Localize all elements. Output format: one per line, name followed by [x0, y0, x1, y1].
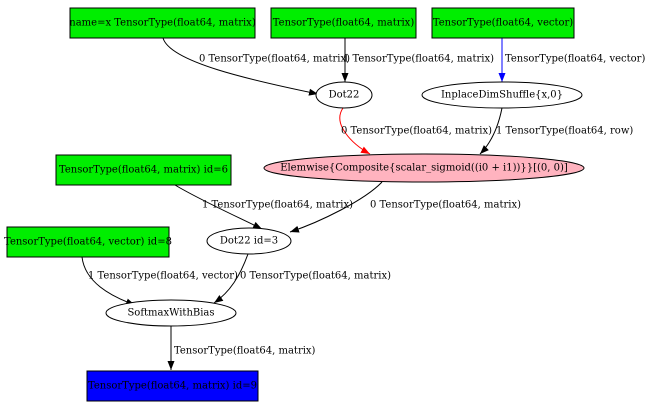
edge-line [81, 256, 136, 306]
edge-label: TensorType(float64, vector) [505, 54, 645, 65]
apply-ellipse [421, 81, 583, 109]
edge-id8-to-softmax: 1 TensorType(float64, vector) [81, 256, 238, 306]
node-label: TensorType(float64, matrix) [273, 18, 415, 29]
input-box [6, 226, 170, 258]
edge-vector-to-dimshuffle: TensorType(float64, vector) [498, 38, 645, 82]
apply-ellipse [105, 299, 237, 327]
node-output: TensorType(float64, matrix) id=9 [86, 370, 259, 402]
apply-ellipse [263, 153, 585, 183]
input-box [69, 7, 256, 39]
edge-label: TensorType(float64, matrix) [174, 346, 316, 357]
node-label: Dot22 [329, 90, 360, 101]
node-matrix-input: TensorType(float64, matrix) [270, 7, 417, 39]
edges: 0 TensorType(float64, matrix) 1 TensorTy… [81, 37, 645, 370]
node-label: TensorType(float64, matrix) id=9 [88, 381, 257, 392]
node-label: InplaceDimShuffle{x,0} [441, 90, 563, 101]
edge-x-to-dot22: 0 TensorType(float64, matrix) [162, 37, 350, 96]
edge-dot22-to-elemwise: 0 TensorType(float64, matrix) [339, 107, 492, 155]
edge-label: 1 TensorType(float64, row) [496, 126, 633, 137]
edge-line [479, 107, 503, 155]
edge-line [162, 37, 319, 96]
edge-label: 1 TensorType(float64, vector) [88, 271, 238, 282]
edge-line [174, 184, 263, 230]
edge-line [289, 181, 383, 233]
node-label: Dot22 id=3 [220, 236, 278, 247]
node-dot22: Dot22 [315, 81, 373, 109]
edge-softmax-to-output: TensorType(float64, matrix) [167, 326, 316, 370]
node-elemwise: Elemwise{Composite{scalar_sigmoid((i0 + … [263, 153, 585, 183]
apply-ellipse [206, 227, 292, 255]
nodes: name=x TensorType(float64, matrix) Tenso… [4, 7, 585, 402]
edge-matrix-to-dot22: 1 TensorType(float64, matrix) [341, 38, 494, 82]
node-matrix-id6: TensorType(float64, matrix) id=6 [55, 154, 232, 186]
node-label: name=x TensorType(float64, matrix) [69, 18, 256, 29]
node-label: TensorType(float64, vector) [433, 18, 573, 29]
input-box [270, 7, 417, 39]
edge-label: 0 TensorType(float64, matrix) [240, 271, 391, 282]
edge-label: 0 TensorType(float64, matrix) [341, 126, 492, 137]
edge-elemwise-to-dot22id3: 0 TensorType(float64, matrix) [289, 181, 521, 233]
node-dimshuffle: InplaceDimShuffle{x,0} [421, 81, 583, 109]
edge-id6-to-dot22id3: 1 TensorType(float64, matrix) [174, 184, 353, 230]
node-label: TensorType(float64, vector) id=8 [4, 237, 172, 248]
edge-label: 1 TensorType(float64, matrix) [202, 200, 353, 211]
edge-dot22id3-to-softmax: 0 TensorType(float64, matrix) [213, 253, 391, 304]
edge-label: 0 TensorType(float64, matrix) [370, 200, 521, 211]
input-box [431, 7, 575, 39]
apply-ellipse [315, 81, 373, 109]
edge-label: 0 TensorType(float64, matrix) [199, 54, 350, 65]
edge-label: 1 TensorType(float64, matrix) [343, 54, 494, 65]
node-label: SoftmaxWithBias [127, 308, 214, 319]
input-box [55, 154, 232, 186]
edge-line [339, 107, 371, 155]
node-x-input: name=x TensorType(float64, matrix) [69, 7, 256, 39]
node-softmax: SoftmaxWithBias [105, 299, 237, 327]
node-label: TensorType(float64, matrix) id=6 [59, 165, 228, 176]
node-vector-id8: TensorType(float64, vector) id=8 [4, 226, 172, 258]
node-vector-input: TensorType(float64, vector) [431, 7, 575, 39]
output-box [86, 370, 259, 402]
edge-dimshuffle-to-elemwise: 1 TensorType(float64, row) [479, 107, 633, 155]
node-dot22-id3: Dot22 id=3 [206, 227, 292, 255]
edge-line [213, 253, 249, 304]
node-label: Elemwise{Composite{scalar_sigmoid((i0 + … [280, 163, 568, 174]
